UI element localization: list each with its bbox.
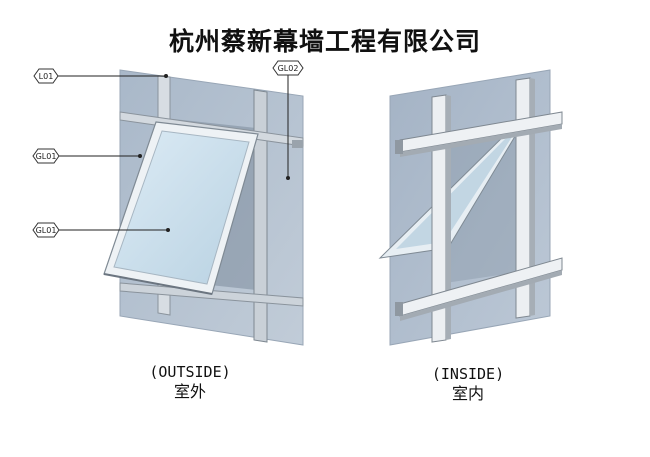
inside-caption-zh: 室内 <box>451 384 484 403</box>
inside-top-transom-side <box>400 124 562 157</box>
inside-right-mullion-side <box>530 78 535 316</box>
svg-text:GL01: GL01 <box>36 226 57 235</box>
inside-bottom-transom-side <box>400 270 562 321</box>
inside-bracket-top <box>395 140 403 154</box>
svg-text:GL02: GL02 <box>278 64 299 73</box>
tag-gl01-glass: GL01 <box>32 148 60 164</box>
tag-gl01-sash: GL01 <box>32 222 60 238</box>
inside-left-mullion-side <box>446 95 451 340</box>
company-title: 杭州蔡新幕墙工程有限公司 <box>168 27 481 56</box>
inside-caption-en: (INSIDE) <box>431 365 505 383</box>
callouts: L01 GL02 GL01 GL01 <box>32 60 304 238</box>
right-mullion <box>253 89 268 343</box>
outside-caption: (OUTSIDE) 室外 <box>130 362 250 402</box>
inside-opening <box>445 126 520 283</box>
side-bracket <box>292 140 303 148</box>
inside-sash-glass <box>396 137 512 249</box>
svg-text:GL01: GL01 <box>36 152 57 161</box>
outside-caption-zh: 室外 <box>173 382 206 401</box>
outside-caption-en: (OUTSIDE) <box>149 363 231 381</box>
tag-l01: L01 <box>33 68 59 84</box>
inside-view <box>378 69 563 346</box>
open-sash-glass <box>113 130 250 285</box>
tag-gl02: GL02 <box>272 60 304 76</box>
inside-bracket-bottom <box>395 302 403 316</box>
outside-view <box>103 69 304 346</box>
svg-text:L01: L01 <box>39 72 54 81</box>
inside-caption: (INSIDE) 室内 <box>408 364 528 404</box>
